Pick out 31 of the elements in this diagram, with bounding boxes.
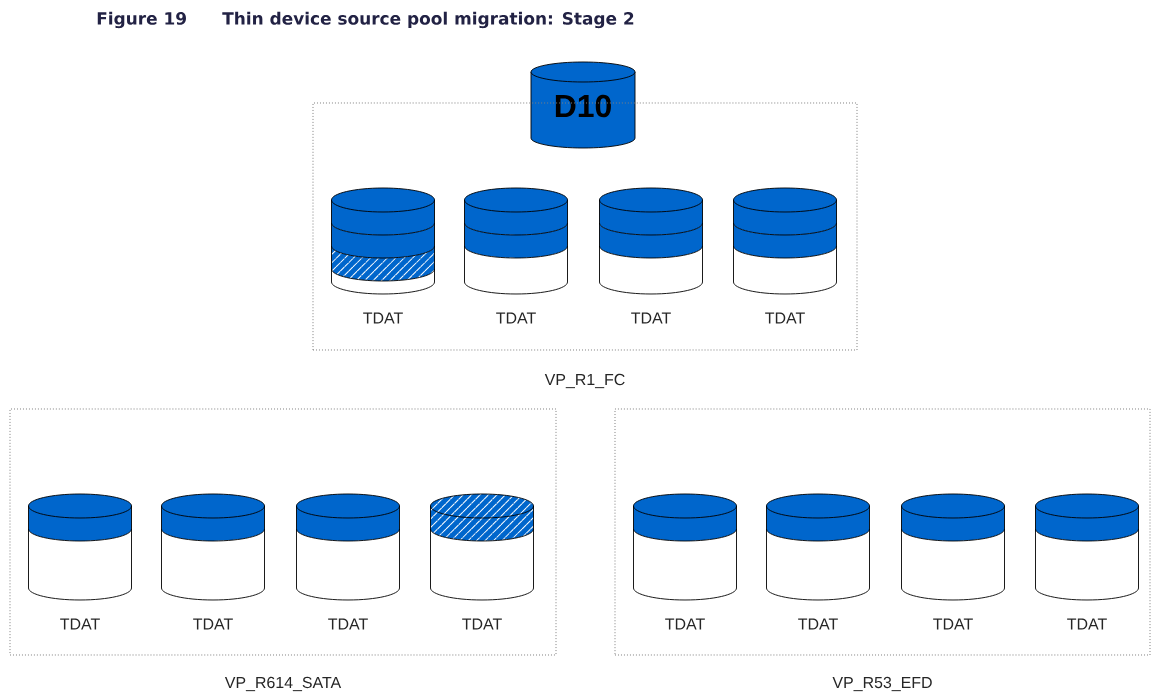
disk-cylinder	[331, 188, 435, 281]
disk-cylinder: TDAT	[599, 187, 703, 324]
node-label: VP_R1_FC	[544, 373, 625, 389]
disk-cylinder: TDAT	[430, 493, 534, 630]
node-label: TDAT	[933, 618, 973, 630]
node-label: TDAT	[665, 618, 705, 630]
node-label: TDAT	[798, 618, 838, 630]
disk-cylinder: TDAT	[464, 187, 568, 324]
node-label: TDAT	[765, 312, 805, 324]
node-label: TDAT	[496, 312, 536, 324]
node-label: VP_R53_EFD	[832, 676, 932, 692]
node-label: TDAT	[462, 618, 502, 630]
node-label: TDAT	[631, 312, 671, 324]
figure-number: Figure 19	[97, 11, 186, 29]
node-label: TDAT	[60, 618, 100, 630]
disk-cylinder: TDAT	[733, 187, 837, 324]
disk-cylinder: TDAT	[331, 187, 435, 324]
disk-cylinder: TDAT	[901, 493, 1005, 630]
disk-cylinder: TDAT	[1035, 493, 1139, 630]
node-label: TDAT	[328, 618, 368, 630]
node-label: TDAT	[1067, 618, 1107, 630]
figure-title: Thin device source pool migration: Stage 2	[222, 11, 634, 29]
disk-cylinder: TDAT	[633, 493, 737, 630]
disk-cylinder: TDAT	[161, 493, 265, 630]
disk-cylinder	[430, 494, 534, 541]
device-cylinder: D10	[530, 61, 636, 149]
disk-cylinder: TDAT	[296, 493, 400, 630]
node-label: TDAT	[193, 618, 233, 630]
disk-cylinder: TDAT	[766, 493, 870, 630]
node-label: VP_R614_SATA	[224, 676, 342, 692]
disk-cylinder: TDAT	[28, 493, 132, 630]
